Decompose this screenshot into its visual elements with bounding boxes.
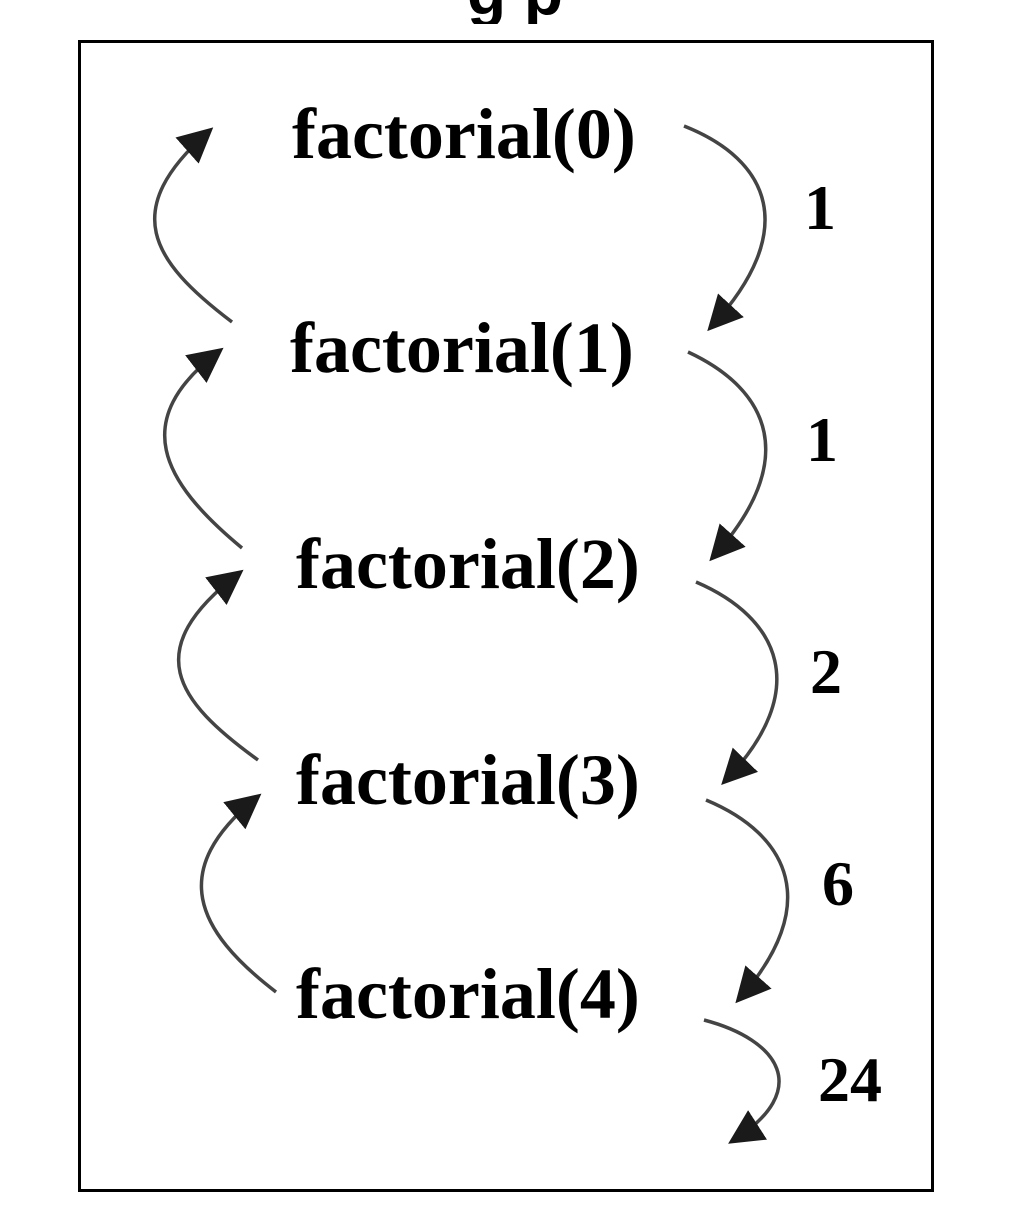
- return-arrow-4-out: [703, 1018, 781, 1144]
- call-factorial-4: factorial(4): [296, 954, 640, 1034]
- call-factorial-1: factorial(1): [290, 308, 634, 388]
- return-value-1: 1: [806, 404, 838, 475]
- call-arrow-4-to-3: [199, 793, 278, 994]
- return-arrow-1-to-2: [687, 350, 768, 562]
- return-arrow-0-to-1: [683, 124, 767, 332]
- return-value-4: 24: [818, 1044, 882, 1115]
- call-factorial-3: factorial(3): [296, 740, 640, 820]
- return-value-2: 2: [810, 636, 842, 707]
- call-arrow-1-to-0: [152, 127, 234, 324]
- cropped-title-fragment: g p: [0, 0, 1030, 24]
- return-value-0: 1: [804, 172, 836, 243]
- call-arrow-3-to-2: [176, 569, 260, 762]
- call-factorial-2: factorial(2): [296, 524, 640, 604]
- call-factorial-0: factorial(0): [292, 94, 636, 174]
- return-arrow-2-to-3: [695, 580, 779, 786]
- diagram-frame: [78, 40, 934, 1192]
- return-value-3: 6: [822, 848, 854, 919]
- call-arrow-2-to-1: [162, 347, 244, 550]
- return-arrow-3-to-4: [705, 798, 790, 1004]
